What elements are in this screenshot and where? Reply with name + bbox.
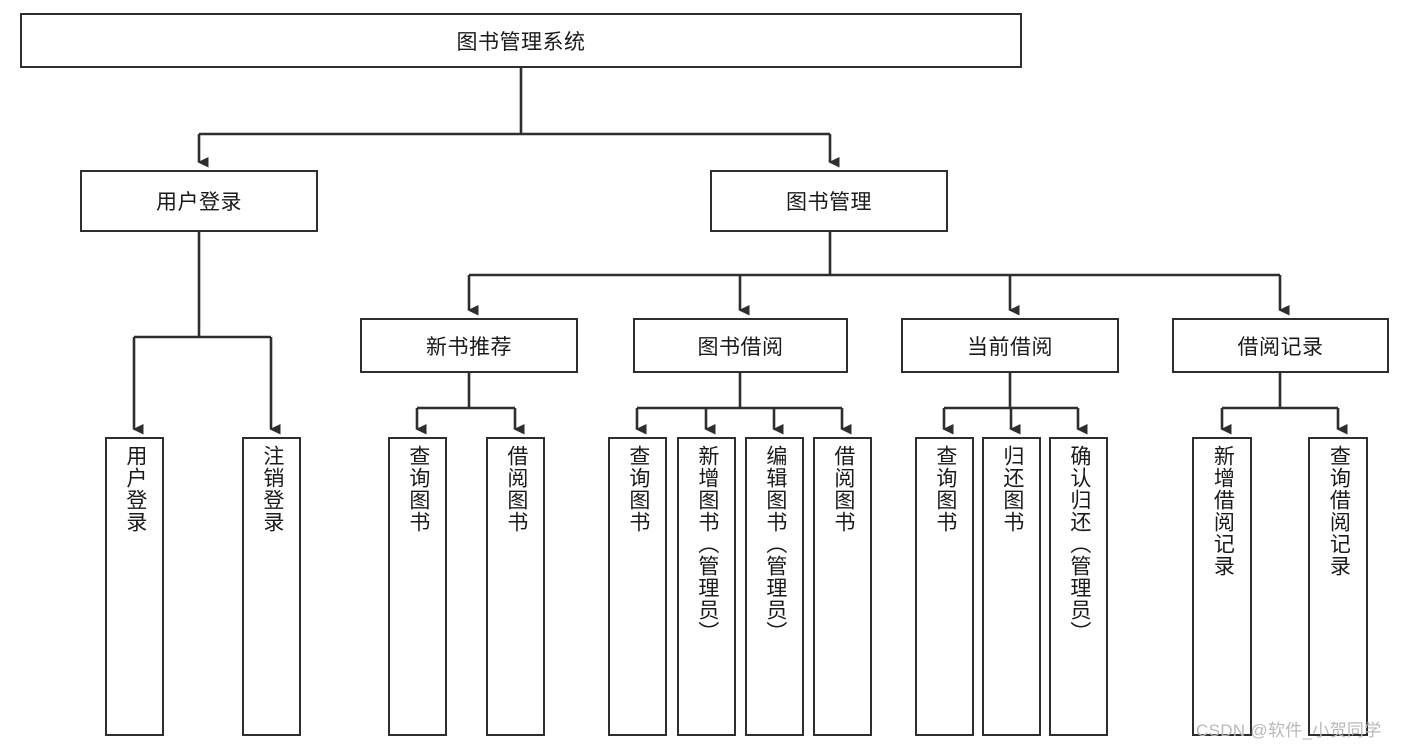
leaf-borrow-book-recommend[interactable]: 借阅图书 — [486, 437, 545, 736]
leaf-borrow-book-recommend-label: 借阅图书 — [504, 445, 528, 533]
node-new-book-recommend[interactable]: 新书推荐 — [360, 318, 578, 373]
leaf-query-borrow-record[interactable]: 查询借阅记录 — [1308, 437, 1368, 736]
node-user-login[interactable]: 用户登录 — [80, 170, 318, 232]
csdn-watermark: CSDN @软件_小贺同学 — [1196, 721, 1382, 740]
node-root-label: 图书管理系统 — [456, 30, 586, 54]
leaf-add-borrow-record[interactable]: 新增借阅记录 — [1192, 437, 1252, 736]
leaf-edit-book-admin[interactable]: 编辑图书（管理员） — [745, 437, 804, 736]
node-current-borrow[interactable]: 当前借阅 — [901, 318, 1119, 373]
leaf-return-book[interactable]: 归还图书 — [982, 437, 1041, 736]
leaf-query-book-current[interactable]: 查询图书 — [915, 437, 974, 736]
leaf-query-book-current-label: 查询图书 — [933, 445, 957, 533]
node-borrow-record[interactable]: 借阅记录 — [1172, 318, 1389, 373]
leaf-borrow-book-label: 借阅图书 — [831, 445, 855, 533]
leaf-user-login-label: 用户登录 — [123, 445, 147, 533]
leaf-query-borrow-record-label: 查询借阅记录 — [1327, 445, 1351, 577]
leaf-add-book-admin[interactable]: 新增图书（管理员） — [677, 437, 736, 736]
node-user-login-label: 用户登录 — [156, 191, 242, 214]
leaf-logout-login[interactable]: 注销登录 — [242, 437, 301, 736]
node-current-borrow-label: 当前借阅 — [967, 335, 1053, 359]
leaf-return-book-label: 归还图书 — [1000, 445, 1024, 533]
leaf-user-login[interactable]: 用户登录 — [105, 437, 164, 736]
leaf-add-book-admin-label: 新增图书（管理员） — [695, 445, 719, 643]
leaf-logout-login-label: 注销登录 — [260, 445, 284, 533]
node-root[interactable]: 图书管理系统 — [20, 13, 1022, 68]
node-book-borrow-label: 图书借阅 — [697, 335, 784, 359]
leaf-add-borrow-record-label: 新增借阅记录 — [1211, 445, 1235, 577]
leaf-query-book-recommend-label: 查询图书 — [406, 445, 430, 533]
leaf-query-book-recommend[interactable]: 查询图书 — [388, 437, 447, 736]
leaf-edit-book-admin-label: 编辑图书（管理员） — [763, 445, 787, 643]
node-borrow-record-label: 借阅记录 — [1237, 335, 1324, 359]
leaf-confirm-return-admin-label: 确认归还（管理员） — [1067, 445, 1091, 643]
leaf-query-book-borrow[interactable]: 查询图书 — [608, 437, 667, 736]
node-book-manage-label: 图书管理 — [786, 191, 872, 214]
leaf-query-book-borrow-label: 查询图书 — [626, 445, 650, 533]
leaf-confirm-return-admin[interactable]: 确认归还（管理员） — [1049, 437, 1108, 736]
node-new-book-recommend-label: 新书推荐 — [426, 335, 512, 359]
leaf-borrow-book[interactable]: 借阅图书 — [813, 437, 872, 736]
node-book-manage[interactable]: 图书管理 — [710, 170, 948, 232]
node-book-borrow[interactable]: 图书借阅 — [633, 318, 848, 373]
